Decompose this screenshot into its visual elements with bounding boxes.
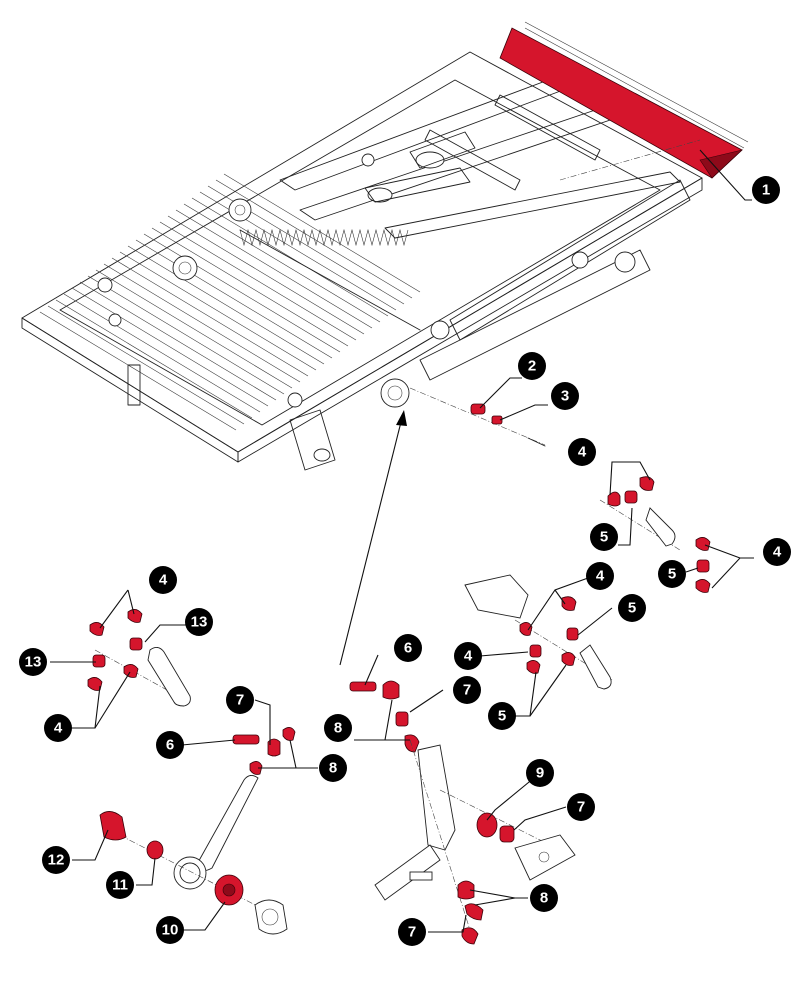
- callout-5: 5: [658, 560, 686, 588]
- callout-5: 5: [618, 594, 646, 622]
- callout-10: 10: [156, 916, 184, 944]
- center-left-linkage: [99, 727, 296, 935]
- leader-lines: [50, 149, 754, 933]
- svg-text:4: 4: [596, 568, 605, 585]
- callout-13: 13: [185, 608, 213, 636]
- svg-text:4: 4: [464, 648, 473, 665]
- callout-4: 5: [488, 702, 516, 730]
- callout-4: 4: [149, 566, 177, 594]
- callout-1: 1: [752, 176, 780, 204]
- svg-text:4: 4: [773, 544, 782, 561]
- drive-gear-cluster: [97, 153, 636, 408]
- svg-text:4: 4: [578, 444, 587, 461]
- svg-text:7: 7: [463, 682, 471, 699]
- callout-4: 4: [568, 438, 596, 466]
- callout-7: 7: [453, 676, 481, 704]
- svg-text:7: 7: [577, 799, 585, 816]
- svg-text:1: 1: [762, 182, 770, 199]
- center-right-linkage: [349, 680, 576, 945]
- svg-text:2: 2: [528, 358, 536, 375]
- callout-5: 5: [590, 523, 618, 551]
- shaft-bushing-set: [409, 387, 546, 447]
- svg-text:5: 5: [600, 529, 608, 546]
- svg-text:11: 11: [112, 877, 128, 894]
- callout-8: 8: [530, 884, 558, 912]
- callout-4: 4: [586, 562, 614, 590]
- svg-text:10: 10: [162, 922, 179, 939]
- callout-7: 7: [567, 793, 595, 821]
- callout-12: 12: [42, 846, 70, 874]
- svg-text:4: 4: [159, 572, 168, 589]
- svg-text:6: 6: [404, 640, 412, 657]
- left-link: [87, 609, 191, 707]
- svg-text:12: 12: [48, 852, 65, 869]
- callout-13: 13: [19, 648, 47, 676]
- svg-text:8: 8: [334, 720, 342, 737]
- callout-4: 4: [763, 538, 791, 566]
- callout-9: 9: [526, 759, 554, 787]
- callout-7: 7: [398, 918, 426, 946]
- callout-3: 3: [551, 382, 579, 410]
- callout-2: 2: [518, 352, 546, 380]
- svg-text:3: 3: [561, 388, 569, 405]
- callout-8: 8: [319, 754, 347, 782]
- detail-arrow: [339, 410, 407, 666]
- svg-text:8: 8: [540, 890, 548, 907]
- upper-right-link: [599, 476, 711, 593]
- svg-text:8: 8: [329, 760, 337, 777]
- svg-text:13: 13: [25, 654, 42, 671]
- callout-8: 8: [324, 714, 352, 742]
- svg-text:4: 4: [54, 720, 63, 737]
- svg-text:13: 13: [191, 614, 208, 631]
- callout-6: 6: [156, 731, 184, 759]
- shield-plate: [499, 21, 749, 181]
- callout-5: 4: [454, 642, 482, 670]
- svg-text:7: 7: [408, 924, 416, 941]
- svg-text:7: 7: [236, 692, 244, 709]
- svg-text:5: 5: [628, 600, 636, 617]
- svg-text:6: 6: [166, 737, 174, 754]
- conditioner-teeth: [239, 228, 421, 331]
- callout-6: 6: [394, 634, 422, 662]
- svg-text:5: 5: [498, 708, 506, 725]
- middle-right-link: [464, 574, 613, 690]
- callout-11: 11: [106, 871, 134, 899]
- callout-4: 4: [44, 714, 72, 742]
- callout-7: 7: [226, 686, 254, 714]
- svg-text:5: 5: [668, 566, 676, 583]
- svg-text:9: 9: [536, 765, 544, 782]
- slat-grid: [39, 173, 421, 431]
